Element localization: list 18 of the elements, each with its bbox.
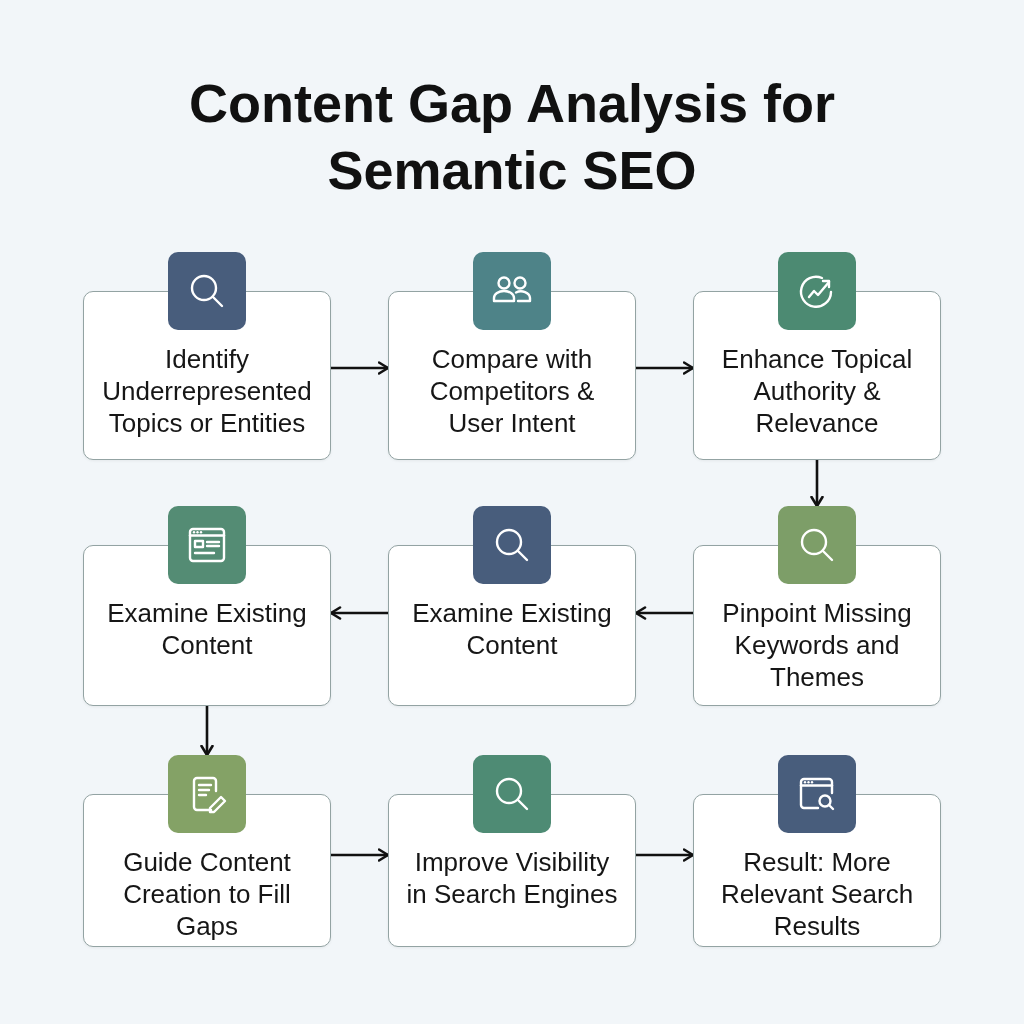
arrow <box>329 361 390 375</box>
arrow <box>329 606 390 620</box>
arrow <box>634 606 695 620</box>
step-text: Enhance Topical Authority & Relevance <box>720 343 914 439</box>
arrow <box>329 848 390 862</box>
step-text: Guide Content Creation to Fill Gaps <box>122 846 292 942</box>
step-text: Examine Existing Content <box>106 597 308 661</box>
arrow <box>810 458 824 508</box>
step-text: Compare with Competitors & User Intent <box>428 343 596 439</box>
step-text: Improve Visibility in Search Engines <box>406 846 618 910</box>
step-text: Result: More Relevant Search Results <box>719 846 915 942</box>
arrow <box>634 361 695 375</box>
step-text: Pinpoint Missing Keywords and Themes <box>721 597 913 693</box>
arrow <box>200 704 214 757</box>
title: Content Gap Analysis for Semantic SEO <box>187 72 837 202</box>
arrow <box>634 848 695 862</box>
step-text: Identify Underrepresented Topics or Entities <box>101 343 313 439</box>
step-text: Examine Existing Content <box>411 597 613 661</box>
